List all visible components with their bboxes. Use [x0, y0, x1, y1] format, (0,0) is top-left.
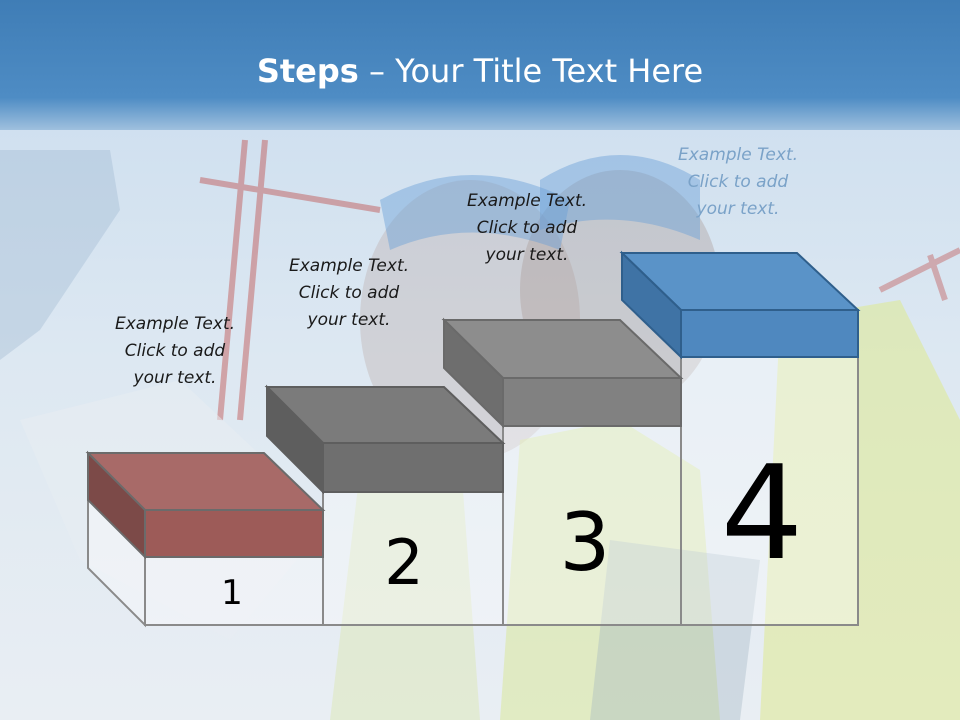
step3-caption-line1: Example Text. — [466, 191, 588, 211]
step3-caption-line3: your text. — [485, 245, 569, 265]
step1-caption[interactable]: Example Text. Click to add your text. — [80, 311, 270, 392]
step2-caption[interactable]: Example Text. Click to add your text. — [254, 253, 444, 334]
step3-number: 3 — [560, 496, 611, 589]
step1-caption-line1: Example Text. — [114, 314, 236, 334]
step1-front — [144, 554, 324, 626]
step2-number: 2 — [384, 526, 423, 599]
step4-caption-line2: Click to add — [687, 172, 789, 192]
step1-caption-line2: Click to add — [124, 341, 226, 361]
step4-caption[interactable]: Example Text. Click to add your text. — [643, 142, 833, 223]
step3-block[interactable] — [441, 317, 684, 429]
header-bar — [0, 0, 960, 130]
step3-caption-line2: Click to add — [476, 218, 578, 238]
step4-block[interactable] — [619, 250, 861, 360]
step1-block[interactable] — [85, 450, 326, 560]
step2-caption-line3: your text. — [307, 310, 391, 330]
step3-caption[interactable]: Example Text. Click to add your text. — [432, 188, 622, 269]
step2-caption-line2: Click to add — [298, 283, 400, 303]
step2-front — [322, 489, 504, 626]
step1-caption-line3: your text. — [133, 368, 217, 388]
step4-caption-line1: Example Text. — [677, 145, 799, 165]
title-bold: Steps — [256, 52, 359, 90]
step2-caption-line1: Example Text. — [288, 256, 410, 276]
title-rest: – Your Title Text Here — [358, 52, 704, 90]
step4-caption-line3: your text. — [696, 199, 780, 219]
slide-title[interactable]: Steps – Your Title Text Here — [0, 52, 960, 90]
step2-block[interactable] — [264, 384, 506, 495]
step4-front — [680, 354, 859, 626]
step4-number: 4 — [721, 437, 804, 589]
step1-number: 1 — [221, 573, 243, 613]
